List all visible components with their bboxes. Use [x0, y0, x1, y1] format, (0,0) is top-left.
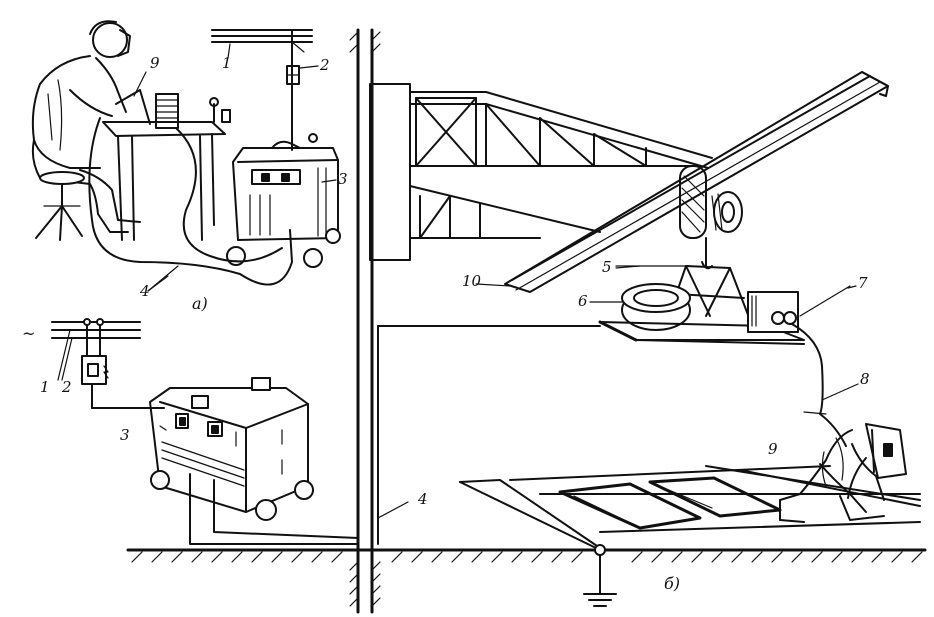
power-line-a	[211, 29, 313, 151]
platform	[598, 285, 851, 345]
floor	[126, 548, 927, 563]
cable-b-ground	[189, 473, 359, 545]
label-cable-hanging: 8	[860, 370, 870, 388]
panel-a	[31, 20, 341, 292]
label-hoist: 5	[602, 258, 612, 276]
ac-symbol: ~	[22, 324, 36, 343]
kneeling-welder	[779, 423, 907, 523]
cable-drum	[589, 283, 691, 331]
transformer-a	[226, 133, 341, 268]
label-cable-a: 4	[140, 282, 150, 300]
transformer-b	[149, 377, 314, 521]
welding-table	[102, 93, 231, 241]
ground-symbol	[583, 544, 617, 607]
crane-truss	[409, 91, 713, 239]
label-transformer-a: 3	[338, 170, 348, 188]
label-switch-b: 2	[62, 378, 72, 396]
label-welder: 9	[768, 440, 778, 458]
label-electrode-holder-a: 9	[150, 54, 160, 72]
electrode-holder-a	[115, 71, 151, 125]
switch-box-a	[286, 65, 300, 85]
label-platform: 7	[858, 274, 868, 292]
label-cable-b: 4	[418, 490, 428, 508]
workpiece	[459, 465, 921, 549]
label-switch-a: 2	[320, 56, 330, 74]
label-cable-drum: 6	[578, 292, 588, 310]
panel-b-right	[377, 71, 921, 607]
label-line-b: 1	[40, 378, 50, 396]
cable-b-platform	[377, 323, 859, 545]
caption-b: б)	[664, 574, 681, 593]
cable-a	[88, 117, 293, 292]
panel-b-left	[51, 318, 359, 545]
crane-rail	[475, 71, 889, 293]
label-line-a: 1	[222, 54, 232, 72]
caption-a: а)	[192, 294, 208, 313]
seated-welder	[31, 20, 141, 241]
switch-box-b	[81, 355, 165, 409]
leader-lines	[159, 43, 857, 431]
hoist	[679, 165, 743, 270]
label-rail: 10	[462, 272, 482, 290]
label-transformer-b: 3	[120, 426, 130, 444]
power-line-b	[51, 318, 141, 381]
building-column	[349, 28, 411, 614]
